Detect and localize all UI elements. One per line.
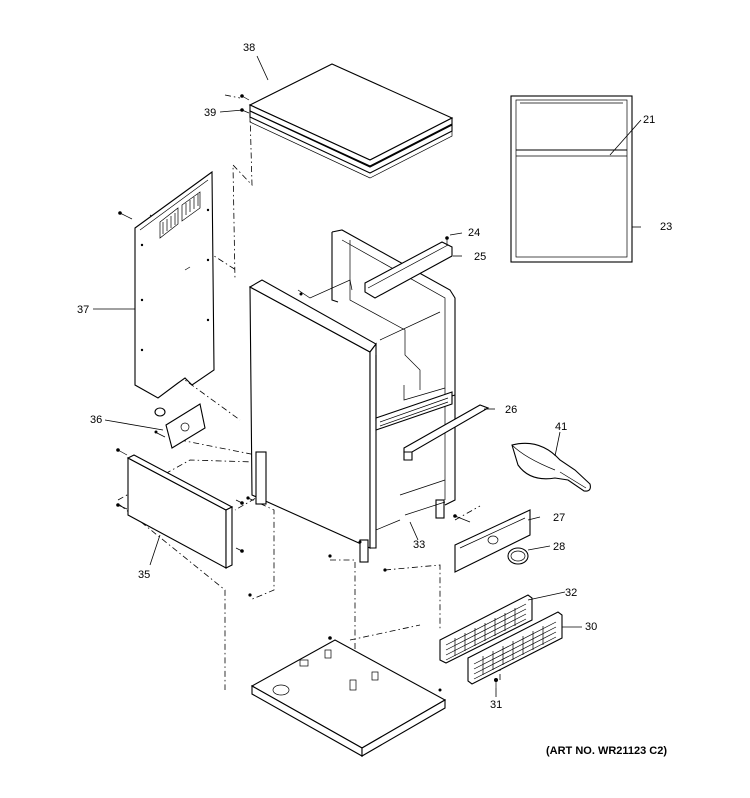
callout-labels: 38 39 21 23 24 25 37 26 36 41 27 35 33 2… bbox=[77, 42, 672, 757]
callout-31: 31 bbox=[490, 699, 502, 711]
callout-33: 33 bbox=[413, 539, 425, 551]
callout-32: 32 bbox=[565, 587, 577, 599]
lower-front-panel bbox=[116, 448, 244, 569]
access-cover-plate bbox=[154, 403, 206, 449]
callout-37: 37 bbox=[77, 304, 89, 316]
callout-21: 21 bbox=[643, 114, 655, 126]
callout-leaders bbox=[93, 55, 642, 697]
back-panel-vents bbox=[159, 191, 201, 239]
callout-25: 25 bbox=[474, 251, 486, 263]
drain-ring-28 bbox=[507, 547, 529, 565]
callout-26: 26 bbox=[505, 404, 517, 416]
front-grille-32 bbox=[439, 594, 533, 664]
callout-23: 23 bbox=[660, 221, 672, 233]
top-gasket bbox=[249, 110, 453, 179]
callout-35: 35 bbox=[138, 569, 150, 581]
callout-36: 36 bbox=[90, 414, 102, 426]
grille-30-slats bbox=[482, 626, 544, 675]
callout-28: 28 bbox=[553, 541, 565, 553]
callout-27: 27 bbox=[553, 512, 565, 524]
rear-grille-30 bbox=[467, 611, 563, 688]
cabinet-base bbox=[250, 636, 447, 757]
cabinet-left-side bbox=[248, 279, 377, 549]
misc-screws bbox=[246, 496, 387, 597]
callout-39: 39 bbox=[204, 107, 216, 119]
callout-30: 30 bbox=[585, 621, 597, 633]
front-trim-26 bbox=[403, 404, 490, 461]
grille-32-slats bbox=[454, 608, 516, 656]
callout-24: 24 bbox=[468, 227, 480, 239]
back-panel bbox=[118, 170, 215, 399]
cabinet-front-posts bbox=[299, 292, 369, 563]
callout-38: 38 bbox=[243, 42, 255, 54]
door-assembly bbox=[510, 95, 633, 263]
top-cover-panel bbox=[248, 63, 454, 167]
cross-brace-24-25 bbox=[364, 236, 453, 299]
ice-scoop bbox=[511, 442, 591, 492]
art-number: (ART NO. WR21123 C2) bbox=[546, 745, 667, 757]
callout-41: 41 bbox=[555, 421, 567, 433]
drain-bracket-27 bbox=[453, 509, 531, 573]
